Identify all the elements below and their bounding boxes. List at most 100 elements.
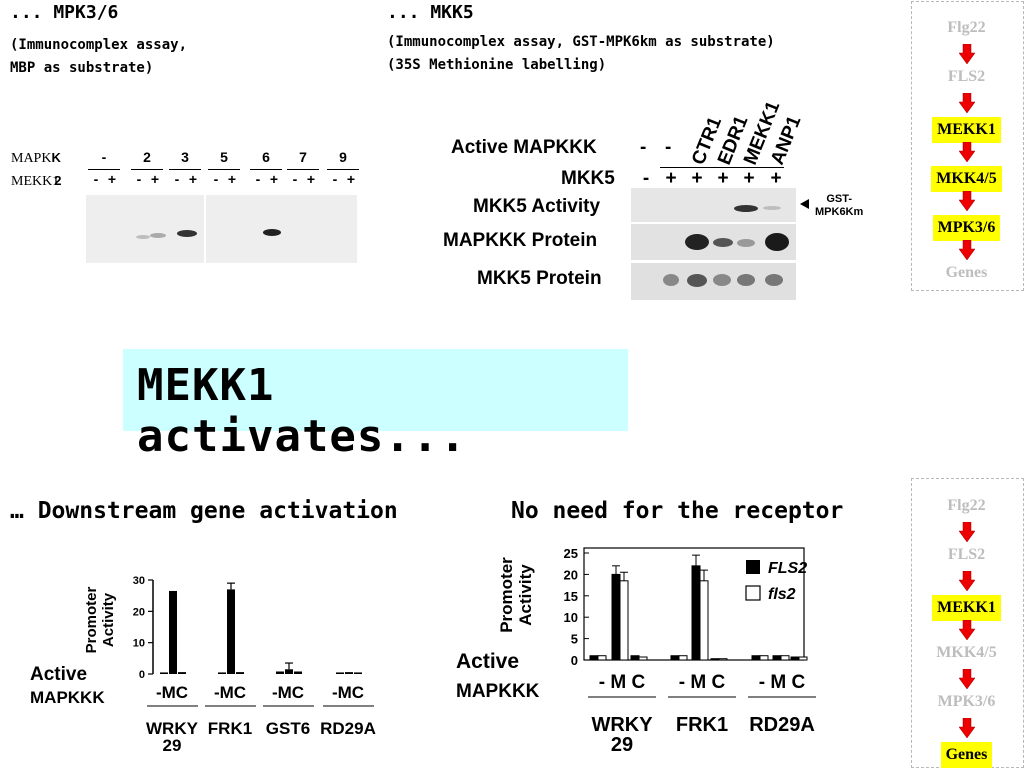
gel-separator bbox=[204, 195, 206, 263]
chart1-bar bbox=[160, 672, 168, 674]
mkk-row-mkk5-protein: MKK5 Protein bbox=[477, 268, 602, 289]
chart2-group-label: - M C bbox=[759, 672, 806, 693]
chart1-bar bbox=[218, 672, 226, 674]
chart2-legend-label: FLS2 bbox=[768, 560, 807, 577]
chart2-title: No need for the receptor bbox=[511, 498, 844, 524]
pathway-top-item: Flg22 bbox=[911, 19, 1022, 37]
chart1-bar bbox=[227, 589, 235, 674]
pathway-arrow-icon bbox=[959, 44, 975, 64]
pathway-arrow-icon bbox=[959, 191, 975, 211]
pathway-arrow-icon bbox=[959, 718, 975, 738]
chart2-bar bbox=[780, 655, 790, 661]
mkk-column-header: - bbox=[665, 137, 672, 158]
chart1-ytick-label: 20 bbox=[133, 606, 145, 618]
gel-band bbox=[685, 234, 709, 250]
pathway-top-item: MEKK1 bbox=[911, 117, 1022, 143]
mkk-column-header: - bbox=[640, 137, 647, 158]
gel-band bbox=[737, 274, 755, 286]
chart2-bar bbox=[670, 655, 680, 661]
chart2-row-label-1: Active bbox=[456, 650, 519, 673]
chart1-bar bbox=[276, 671, 284, 674]
pathway-arrow-icon bbox=[959, 620, 975, 640]
mkk5-sign: + bbox=[717, 168, 729, 189]
pathway-bottom-item-label: MEKK1 bbox=[932, 595, 1001, 621]
pathway-top-item-label: MKK4/5 bbox=[931, 166, 1002, 192]
pathway-top-item: MPK3/6 bbox=[911, 215, 1022, 241]
chart1-row-label-2: MAPKKK bbox=[30, 688, 105, 707]
mkk5-protein-gel bbox=[631, 263, 796, 300]
mkk-activity-gel bbox=[631, 188, 796, 222]
chart2-bar bbox=[751, 655, 761, 661]
chart2-bar bbox=[678, 655, 688, 661]
pathway-top-item-label: FLS2 bbox=[947, 68, 986, 85]
chart2-bar bbox=[759, 655, 769, 661]
gel-band bbox=[263, 229, 281, 236]
pathway-bottom-item: MEKK1 bbox=[911, 595, 1022, 621]
mpk-sign: + bbox=[269, 171, 279, 187]
chart1-bar bbox=[336, 672, 344, 674]
chart1-ytick-label: 30 bbox=[133, 575, 145, 587]
gel-band bbox=[150, 233, 166, 238]
mpk-sign: - bbox=[136, 171, 142, 187]
chart2-bar bbox=[611, 573, 621, 661]
gel-band bbox=[765, 233, 789, 251]
substrate-label: GST- MPK6Km bbox=[815, 193, 864, 218]
mkk5-sign: + bbox=[770, 168, 782, 189]
chart2-group-label: - M C bbox=[679, 672, 726, 693]
pathway-bottom-item-label: MKK4/5 bbox=[936, 644, 997, 661]
mkk-row-protein: MAPKKK Protein bbox=[443, 230, 598, 251]
mpk-lane-label: 5 bbox=[220, 149, 228, 165]
chart1-bar bbox=[169, 590, 177, 674]
title-box: MEKK1 activates... bbox=[123, 349, 628, 462]
pathway-bottom-item: Flg22 bbox=[911, 497, 1022, 515]
gel-band bbox=[713, 274, 731, 286]
chart1-group-label: -MC bbox=[214, 683, 246, 702]
mkk5-sign: + bbox=[691, 168, 703, 189]
mpk-lane-underline bbox=[250, 169, 282, 170]
mpk-sign: - bbox=[93, 171, 99, 187]
gel-band bbox=[663, 274, 679, 286]
chart2-ylabel-1: Promoter bbox=[497, 557, 516, 633]
chart1-bar bbox=[345, 672, 353, 674]
chart1-bar bbox=[236, 672, 244, 674]
substrate-arrow-icon bbox=[800, 199, 809, 209]
mpk-lane-underline bbox=[208, 169, 240, 170]
mpk-row-label-mapkkk: MAPKK bbox=[11, 150, 61, 166]
gel-band bbox=[734, 205, 758, 212]
chart1-bar bbox=[285, 669, 293, 674]
pathway-top-item: FLS2 bbox=[911, 68, 1022, 86]
mpk-lane-label: - bbox=[101, 149, 107, 165]
mkk-heading: ... MKK5 bbox=[387, 2, 474, 23]
mpk-lane-label: 2 bbox=[143, 149, 151, 165]
pathway-top-item-label: MEKK1 bbox=[932, 117, 1001, 143]
gel-band bbox=[737, 239, 755, 247]
chart1-row-label-1: Active bbox=[30, 664, 87, 685]
chart2-legend-swatch bbox=[745, 585, 761, 601]
mkk5-sign: + bbox=[743, 168, 755, 189]
mpk-sign: - bbox=[332, 171, 338, 187]
pathway-bottom-item-label: Genes bbox=[940, 742, 993, 768]
chart2-ytick-label: 25 bbox=[564, 546, 578, 561]
chart2-bar bbox=[691, 565, 701, 661]
gel-band bbox=[763, 206, 781, 210]
mpk-desc-line-1: (Immunocomplex assay, bbox=[10, 37, 188, 53]
chart1-group-label: -MC bbox=[272, 683, 304, 702]
chart1-category-label: RD29A bbox=[320, 719, 376, 738]
mpk-sign: - bbox=[174, 171, 180, 187]
mpk-sign: - bbox=[255, 171, 261, 187]
pathway-arrow-icon bbox=[959, 571, 975, 591]
chart2-ylabel-2: Activity bbox=[516, 564, 535, 626]
mkk-desc-line-2: (35S Methionine labelling) bbox=[387, 57, 607, 73]
pathway-bottom-item-label: MPK3/6 bbox=[937, 693, 996, 710]
mkk-row-active: Active MAPKKK bbox=[451, 137, 597, 158]
chart2-bar bbox=[772, 655, 782, 661]
pathway-bottom-item: MPK3/6 bbox=[911, 693, 1022, 711]
pathway-top-item: Genes bbox=[911, 264, 1022, 282]
mpk-sign: + bbox=[150, 171, 160, 187]
chart2-legend-swatch bbox=[746, 560, 760, 574]
gel-band bbox=[136, 235, 150, 239]
mkk5-sign: + bbox=[665, 168, 677, 189]
chart2-bar bbox=[589, 655, 599, 661]
chart1-ylabel-2: Activity bbox=[100, 592, 117, 647]
